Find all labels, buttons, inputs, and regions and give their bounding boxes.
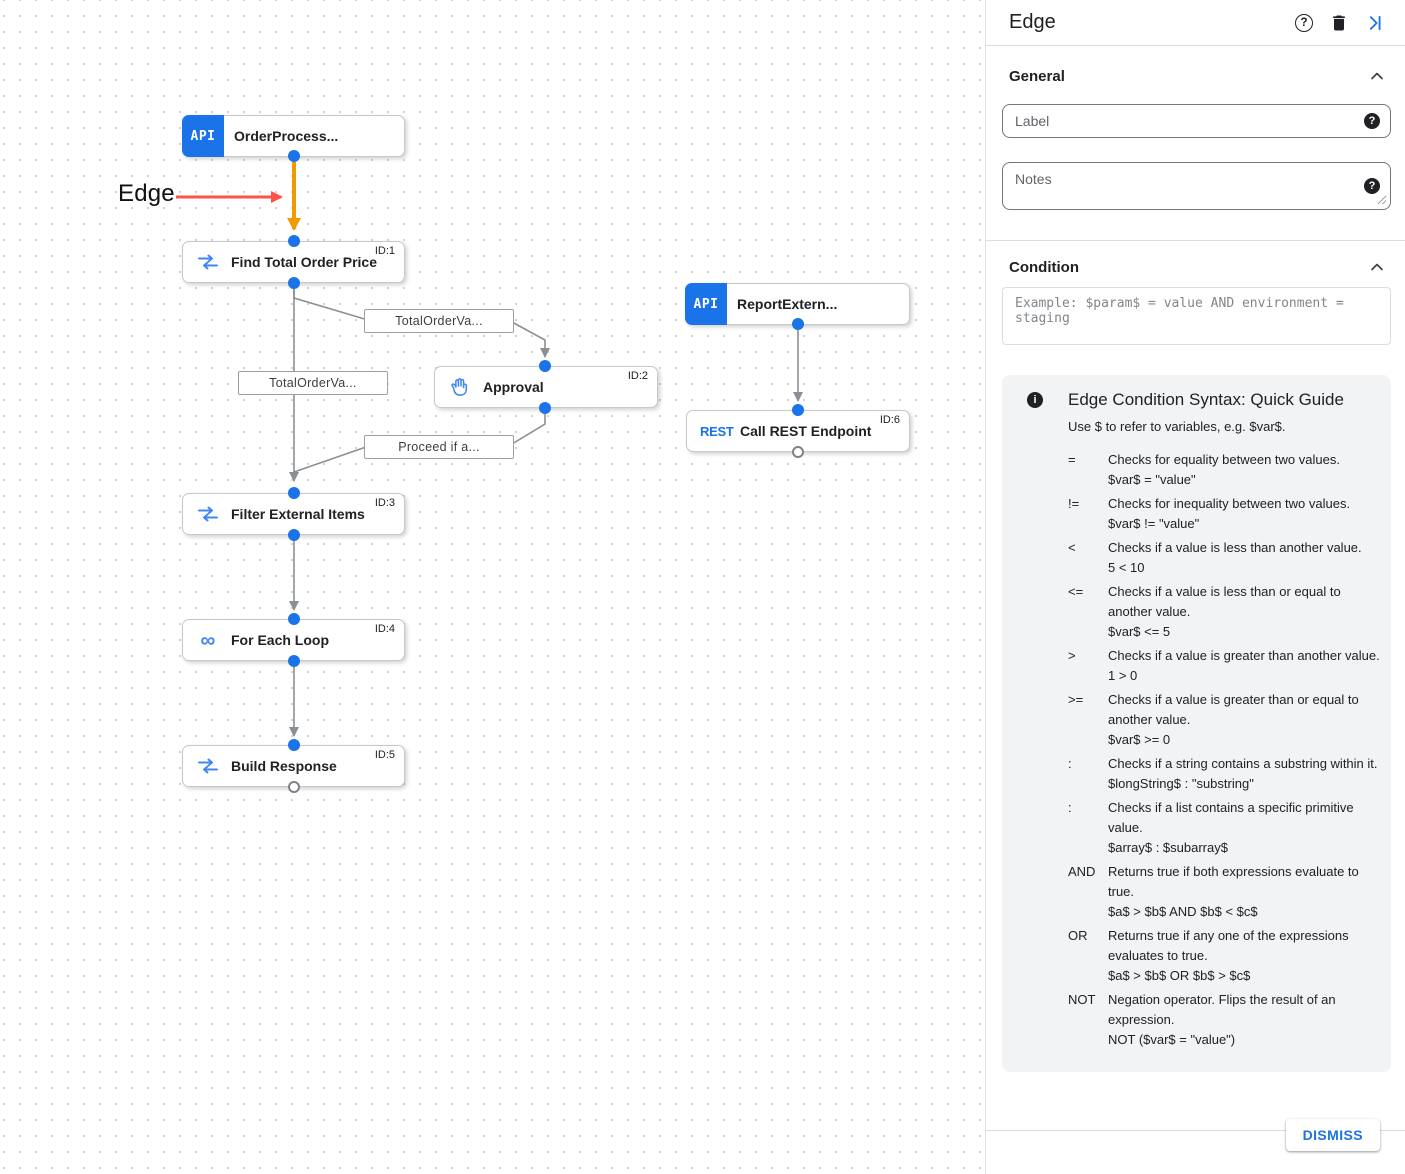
help-icon[interactable]: ? [1295, 13, 1313, 32]
node-id-badge: ID:6 [879, 414, 900, 426]
guide-row: =Checks for equality between two values.… [1068, 452, 1340, 487]
port-out[interactable] [792, 318, 804, 330]
edge-properties-panel: Edge ? General ? ? Condition i Edge Cond… [985, 0, 1405, 1174]
api-trigger-icon: API [182, 115, 224, 157]
guide-title: Edge Condition Syntax: Quick Guide [1068, 390, 1344, 409]
notes-input[interactable] [1002, 162, 1391, 210]
guide-row: >=Checks if a value is greater than or e… [1068, 692, 1359, 747]
port-in[interactable] [288, 739, 300, 751]
node-order-process-trigger[interactable]: API OrderProcess... [182, 115, 405, 157]
edge-approval-out-a[interactable] [511, 414, 546, 445]
node-id-badge: ID:4 [374, 623, 395, 635]
edge-approval-out-b[interactable] [293, 446, 367, 473]
guide-rows: =Checks for equality between two values.… [1068, 450, 1383, 1050]
general-section-title: General [1009, 67, 1065, 85]
port-in[interactable] [539, 360, 551, 372]
chevron-up-icon[interactable] [1367, 66, 1387, 86]
label-input[interactable] [1002, 104, 1391, 138]
node-find-total-order-price[interactable]: Find Total Order Price ID:1 [182, 241, 405, 283]
node-id-badge: ID:5 [374, 749, 395, 761]
edge-annotation-label: Edge [118, 180, 175, 207]
port-out[interactable] [288, 277, 300, 289]
notes-field-wrap: ? [1002, 162, 1391, 215]
port-out-empty[interactable] [288, 781, 300, 793]
port-in[interactable] [288, 235, 300, 247]
guide-row: >Checks if a value is greater than anoth… [1068, 648, 1380, 683]
condition-section-title: Condition [1009, 258, 1079, 276]
chevron-up-icon[interactable] [1367, 257, 1387, 277]
approval-hand-icon [448, 376, 472, 398]
node-build-response[interactable]: Build Response ID:5 [182, 745, 405, 787]
node-title: Call REST Endpoint [740, 423, 872, 439]
dismiss-button[interactable]: DISMISS [1285, 1119, 1380, 1151]
node-id-badge: ID:1 [374, 245, 395, 257]
general-section-header[interactable]: General [986, 66, 1405, 86]
node-title: ReportExtern... [737, 296, 838, 312]
port-in[interactable] [288, 613, 300, 625]
port-in[interactable] [792, 404, 804, 416]
header-divider [986, 45, 1405, 46]
guide-row: <Checks if a value is less than another … [1068, 540, 1362, 575]
footer-divider [986, 1130, 1405, 1131]
label-field-wrap: ? [1002, 104, 1391, 138]
node-title: Find Total Order Price [231, 254, 377, 270]
guide-row: !=Checks for inequality between two valu… [1068, 496, 1351, 531]
port-in[interactable] [288, 487, 300, 499]
data-mapping-icon [196, 251, 220, 273]
edge-label-total-order-2[interactable]: TotalOrderVa... [238, 371, 388, 395]
condition-input[interactable] [1002, 287, 1391, 345]
edge-label-proceed-if[interactable]: Proceed if a... [364, 435, 514, 459]
node-filter-external-items[interactable]: Filter External Items ID:3 [182, 493, 405, 535]
data-mapping-icon [196, 755, 220, 777]
port-out[interactable] [288, 655, 300, 667]
port-out[interactable] [539, 402, 551, 414]
notes-help-icon[interactable]: ? [1364, 178, 1380, 194]
node-call-rest-endpoint[interactable]: REST Call REST Endpoint ID:6 [686, 410, 910, 452]
node-approval[interactable]: Approval ID:2 [434, 366, 658, 408]
guide-row: :Checks if a list contains a specific pr… [1068, 800, 1354, 855]
flow-canvas[interactable]: Edge TotalOrderVa... TotalOrderVa... Pro… [0, 0, 985, 1174]
edge-find-to-approval-b[interactable] [511, 321, 550, 358]
port-out-empty[interactable] [792, 446, 804, 458]
node-title: OrderProcess... [234, 128, 339, 144]
panel-title: Edge [1009, 11, 1056, 33]
edge-connections [176, 162, 803, 737]
api-trigger-icon: API [685, 283, 727, 325]
condition-field-wrap [1002, 287, 1391, 350]
panel-header: Edge ? [986, 0, 1405, 45]
port-out[interactable] [288, 529, 300, 541]
node-id-badge: ID:2 [627, 370, 648, 382]
loop-icon: ∞ [200, 628, 216, 652]
edge-find-to-approval-a[interactable] [293, 289, 369, 321]
guide-row: <=Checks if a value is less than or equa… [1068, 584, 1341, 639]
delete-icon[interactable] [1329, 13, 1349, 33]
guide-row: :Checks if a string contains a substring… [1068, 756, 1378, 791]
node-id-badge: ID:3 [374, 497, 395, 509]
info-icon: i [1027, 392, 1043, 408]
node-title: Approval [483, 379, 544, 395]
node-title: Filter External Items [231, 506, 365, 522]
data-mapping-icon [196, 503, 220, 525]
rest-icon: REST [700, 423, 734, 439]
section-divider [986, 240, 1405, 241]
node-title: Build Response [231, 758, 337, 774]
condition-section-header[interactable]: Condition [986, 257, 1405, 277]
port-out[interactable] [288, 150, 300, 162]
guide-intro: Use $ to refer to variables, e.g. $var$. [1068, 419, 1286, 434]
condition-syntax-guide: i Edge Condition Syntax: Quick Guide Use… [1002, 375, 1391, 1072]
label-help-icon[interactable]: ? [1364, 113, 1380, 129]
resize-handle-icon[interactable] [1377, 192, 1387, 210]
collapse-panel-icon[interactable] [1365, 13, 1385, 33]
edge-label-total-order-1[interactable]: TotalOrderVa... [364, 309, 514, 333]
node-title: For Each Loop [231, 632, 329, 648]
